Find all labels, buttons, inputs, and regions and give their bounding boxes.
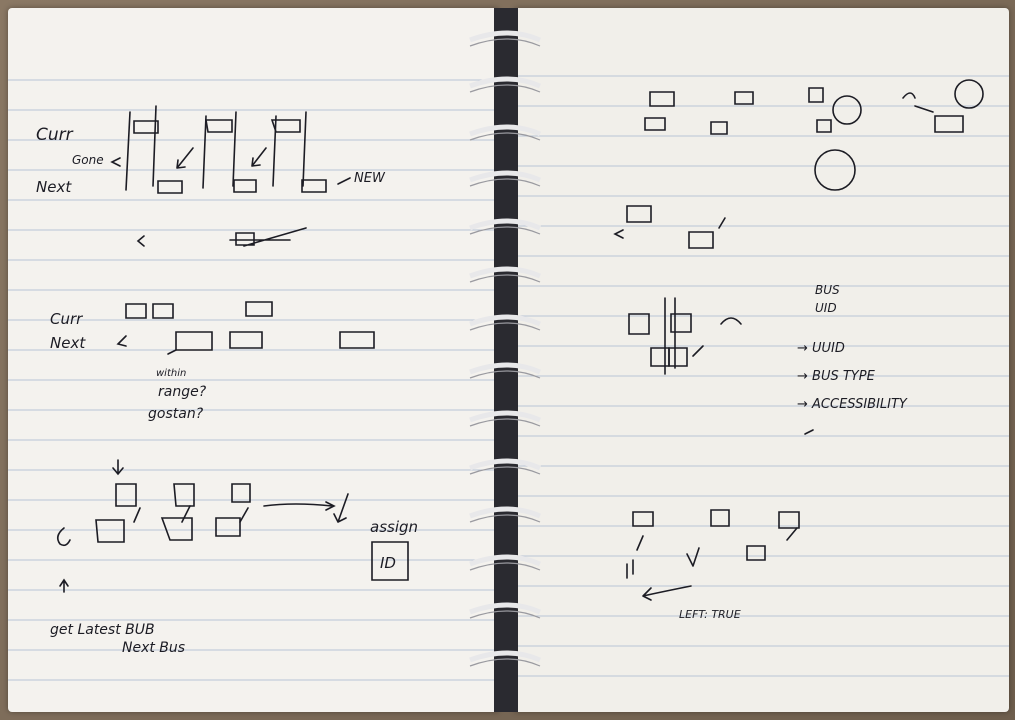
new-label: NEW (354, 171, 386, 186)
list-item-uuid: → UUID (797, 341, 845, 356)
left-true-label: LEFT: TRUE (679, 608, 741, 621)
question-line-3: gostan? (148, 406, 204, 422)
list-item-bus-type: → BUS TYPE (797, 369, 876, 384)
gone-label: Gone (72, 153, 104, 167)
right-page-sketches: BUS UID → UUID → BUS TYPE → ACCESSIBILIT… (613, 79, 984, 621)
next-label-mid: Next (50, 334, 86, 352)
uid-label: UID (815, 301, 837, 315)
assign-label: assign (370, 518, 418, 536)
notebook-left-page: Curr Gone Next NEW Curr Next within rang… (8, 8, 498, 712)
ruled-lines-right (515, 75, 1009, 677)
left-page-sketches: Curr Gone Next NEW Curr Next within rang… (36, 105, 418, 656)
question-line-1: within (156, 368, 186, 379)
curr-label-mid: Curr (50, 310, 83, 328)
footer-line-2: Next Bus (122, 640, 185, 656)
ruled-lines-left (8, 79, 498, 681)
bus-label: BUS (815, 283, 840, 297)
curr-label-top: Curr (36, 125, 74, 145)
spiral-binding (469, 30, 542, 667)
notebook-right-page: BUS UID → UUID → BUS TYPE → ACCESSIBILIT… (515, 8, 1009, 712)
id-label: ID (380, 554, 396, 572)
footer-line-1: get Latest BUB (50, 622, 155, 638)
question-line-2: range? (158, 384, 207, 400)
next-label-top: Next (36, 178, 72, 196)
list-item-accessibility: → ACCESSIBILITY (797, 397, 908, 412)
